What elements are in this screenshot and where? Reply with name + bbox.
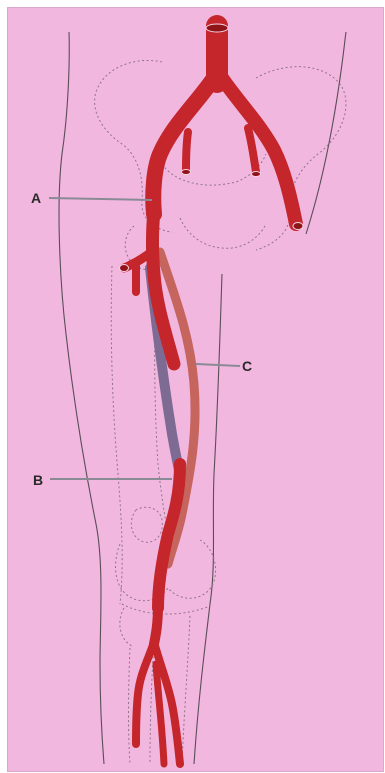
- left-internal-iliac-opening: [182, 170, 191, 175]
- right-internal-iliac-opening: [252, 172, 261, 177]
- vascular-bypass-diagram: A B C: [8, 8, 384, 772]
- aorta-opening: [206, 24, 228, 32]
- popliteal-artery: [154, 604, 158, 644]
- left-internal-iliac-stub: [186, 132, 188, 170]
- label-b: B: [33, 472, 43, 488]
- thigh-branch-opening: [120, 265, 129, 272]
- label-c: C: [242, 358, 252, 374]
- label-a: A: [31, 190, 41, 206]
- right-iliac-opening: [293, 223, 303, 230]
- diagram-plate: A B C: [7, 7, 384, 772]
